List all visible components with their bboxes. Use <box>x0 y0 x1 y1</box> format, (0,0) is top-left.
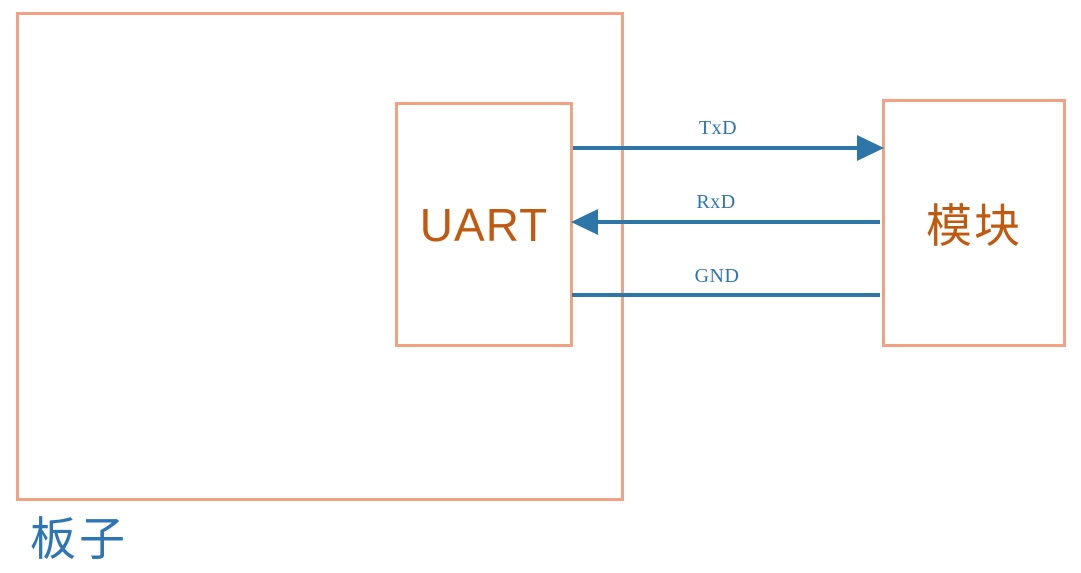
block-module: 模块 <box>882 99 1066 347</box>
block-uart: UART <box>395 102 573 347</box>
block-module-label: 模块 <box>926 201 1022 252</box>
signal-label-gnd: GND <box>694 265 740 287</box>
board-caption: 板子 <box>30 514 128 565</box>
signal-label-txd: TxD <box>698 117 738 139</box>
block-uart-label: UART <box>419 198 549 251</box>
signal-label-rxd: RxD <box>696 191 736 213</box>
board-outline <box>16 12 624 501</box>
